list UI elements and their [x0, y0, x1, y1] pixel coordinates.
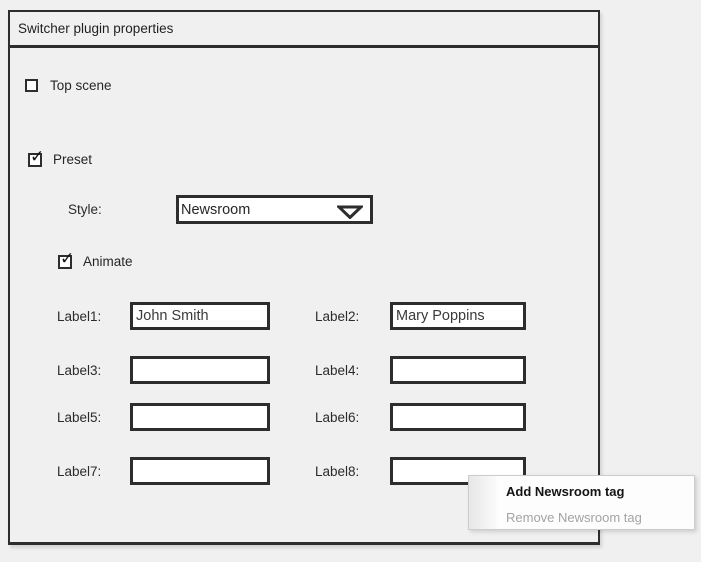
- label4-input[interactable]: [390, 356, 526, 384]
- preset-label: Preset: [53, 152, 93, 167]
- label5-input[interactable]: [130, 403, 270, 431]
- label5-label: Label5:: [57, 410, 102, 425]
- animate-label: Animate: [83, 254, 133, 269]
- label1-input[interactable]: [130, 302, 270, 330]
- animate-checkbox-row[interactable]: ✓ Animate: [58, 250, 133, 269]
- chevron-down-icon[interactable]: [337, 205, 363, 219]
- top-scene-checkbox-row[interactable]: Top scene: [25, 78, 112, 93]
- label6-label: Label6:: [315, 410, 360, 425]
- label3-label: Label3:: [57, 363, 102, 378]
- top-scene-checkbox-icon[interactable]: [25, 79, 38, 92]
- dialog-title: Switcher plugin properties: [18, 21, 174, 36]
- label3-input[interactable]: [130, 356, 270, 384]
- style-dropdown[interactable]: Newsroom: [176, 195, 373, 224]
- label8-input[interactable]: [390, 457, 526, 485]
- label7-label: Label7:: [57, 464, 102, 479]
- switcher-plugin-properties-dialog: Switcher plugin properties Top scene ✓ P…: [8, 10, 600, 545]
- label2-input[interactable]: [390, 302, 526, 330]
- label8-label: Label8:: [315, 464, 360, 479]
- label7-input[interactable]: [130, 457, 270, 485]
- animate-checkbox-icon[interactable]: ✓: [58, 250, 74, 269]
- checkmark-icon: ✓: [30, 146, 45, 166]
- label1-label: Label1:: [57, 309, 102, 324]
- menu-item-add-newsroom-tag[interactable]: Add Newsroom tag: [506, 483, 625, 499]
- checkmark-icon: ✓: [60, 248, 75, 268]
- preset-checkbox-row[interactable]: ✓ Preset: [28, 148, 93, 167]
- preset-checkbox-icon[interactable]: ✓: [28, 148, 44, 167]
- label4-label: Label4:: [315, 363, 360, 378]
- dialog-titlebar[interactable]: Switcher plugin properties: [10, 12, 598, 48]
- context-menu: Add Newsroom tag Remove Newsroom tag: [468, 475, 695, 530]
- label2-label: Label2:: [315, 309, 360, 324]
- label6-input[interactable]: [390, 403, 526, 431]
- style-label: Style:: [68, 202, 102, 217]
- top-scene-label: Top scene: [50, 78, 112, 93]
- style-dropdown-value: Newsroom: [181, 201, 251, 218]
- menu-item-remove-newsroom-tag: Remove Newsroom tag: [506, 509, 642, 525]
